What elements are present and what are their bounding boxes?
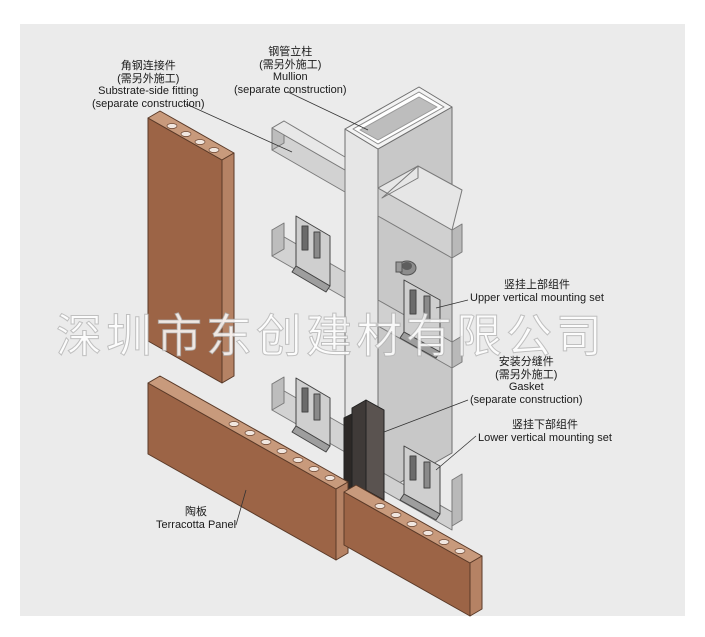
mounting-clip-lower-right: [399, 445, 441, 521]
lower-mount-zh: 竖挂下部组件: [511, 419, 578, 431]
mounting-clip-upper-right: [399, 279, 441, 359]
mullion-note-en: (separate construction): [234, 83, 347, 96]
terracotta-panel-lower-right: [343, 484, 483, 617]
mullion-label: 钢管立柱 (需另外施工) Mullion (separate construct…: [234, 46, 347, 96]
mounting-clip-upper-left: [291, 215, 331, 293]
gasket-zh: 安装分缝件: [498, 356, 554, 368]
substrate-fitting-note-en: (separate construction): [92, 97, 205, 110]
terracotta-en: Terracotta Panel: [156, 518, 237, 531]
lower-mount-en: Lower vertical mounting set: [478, 431, 612, 444]
substrate-fitting-label: 角钢连接件 (需另外施工) Substrate-side fitting (se…: [92, 60, 205, 110]
terracotta-panel-lower-left: [147, 375, 349, 561]
mullion-note-zh: (需另外施工): [259, 58, 322, 71]
substrate-fitting-top: [271, 120, 346, 193]
mounting-clip-lower-left: [291, 377, 331, 453]
substrate-fitting-zh: 角钢连接件: [120, 60, 176, 72]
gasket-label: 安装分缝件 (需另外施工) Gasket (separate construct…: [470, 356, 583, 406]
gasket-note-en: (separate construction): [470, 393, 583, 406]
substrate-fitting-right-top: [377, 165, 463, 259]
upper-mount-zh: 竖挂上部组件: [503, 279, 570, 291]
gasket-en: Gasket: [508, 381, 544, 393]
terracotta-panel-upper: [147, 110, 235, 384]
lower-mount-label: 竖挂下部组件 Lower vertical mounting set: [478, 419, 612, 444]
substrate-fitting-en: Substrate-side fitting: [98, 85, 199, 97]
bolt: [395, 260, 417, 276]
terracotta-label: 陶板 Terracotta Panel: [156, 506, 236, 531]
substrate-fitting-note-zh: (需另外施工): [117, 72, 180, 85]
mullion-en: Mullion: [272, 71, 308, 83]
terracotta-zh: 陶板: [185, 506, 208, 518]
leader-lines: [185, 91, 477, 526]
upper-mount-en: Upper vertical mounting set: [470, 291, 604, 304]
gasket: [343, 399, 385, 501]
upper-mount-label: 竖挂上部组件 Upper vertical mounting set: [470, 279, 604, 304]
gasket-note-zh: (需另外施工): [495, 368, 558, 381]
mullion-zh: 钢管立柱: [268, 46, 313, 58]
